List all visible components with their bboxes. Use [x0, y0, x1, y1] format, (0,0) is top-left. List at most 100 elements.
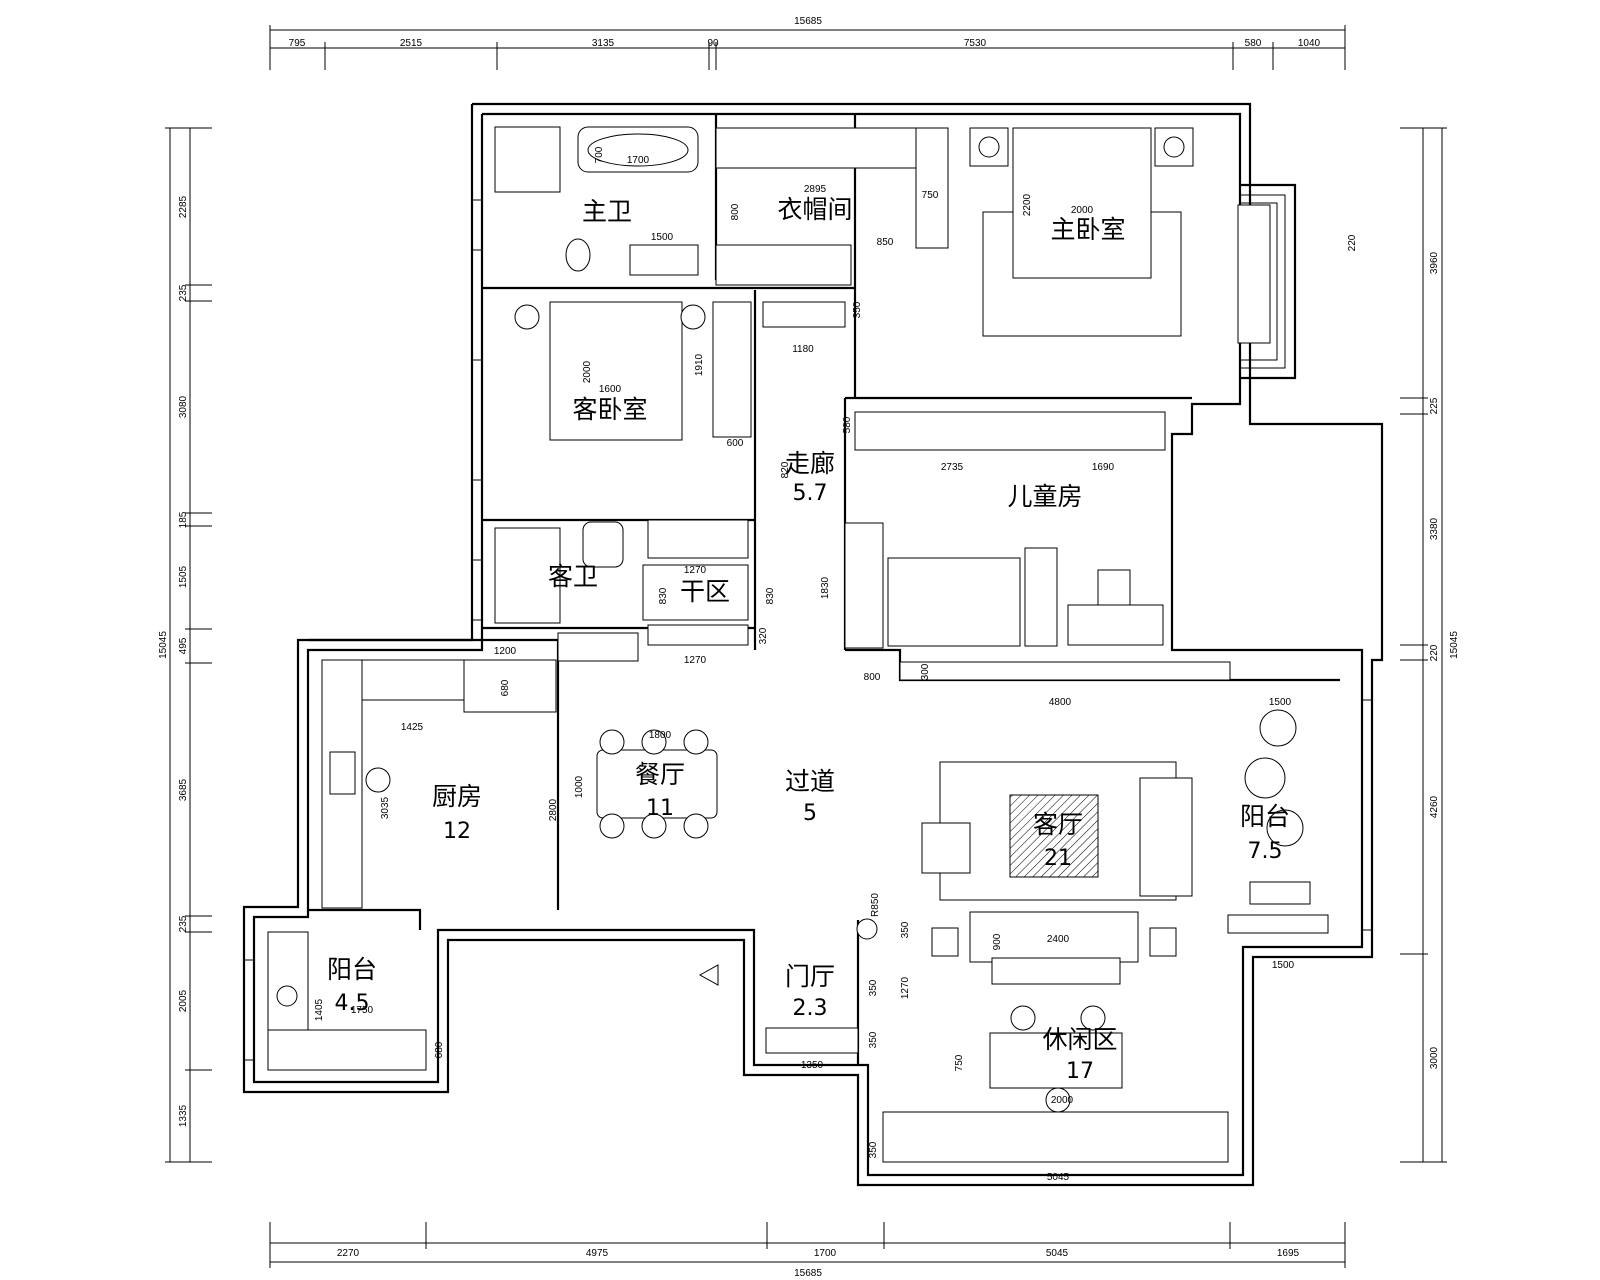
room-master-bath: 主卫 — [582, 197, 632, 226]
dim-bottom-seg: 1700 — [814, 1248, 837, 1259]
dim-left-seg: 235 — [178, 284, 189, 301]
dim-bottom-seg: 4975 — [586, 1248, 609, 1259]
dim-top-seg: 7530 — [964, 38, 987, 49]
dim-label: 830 — [658, 587, 669, 604]
dim-label: 850 — [877, 237, 894, 248]
room-kitchen: 厨房 — [432, 782, 482, 811]
dim-label: 350 — [868, 1031, 879, 1048]
room-children: 儿童房 — [1007, 482, 1082, 511]
dim-label: 300 — [920, 663, 931, 680]
children-room-furniture — [844, 411, 1166, 649]
room-balcony-right-area: 7.5 — [1248, 839, 1283, 864]
dim-label: 220 — [1347, 234, 1358, 251]
dim-right-total: 15045 — [1449, 631, 1460, 659]
room-guest-bath: 客卫 — [548, 562, 598, 591]
dim-label: 680 — [500, 679, 511, 696]
dim-label: 320 — [758, 627, 769, 644]
dim-label: 1700 — [627, 155, 650, 166]
dim-left-seg: 1505 — [178, 565, 189, 588]
bottom-dimensions: 2270 4975 1700 5045 1695 15685 — [269, 1222, 1346, 1279]
room-balcony-right: 阳台 — [1240, 802, 1290, 831]
dining-furniture — [596, 729, 718, 839]
dim-label: 750 — [922, 190, 939, 201]
balcony-left-furniture — [267, 931, 427, 1071]
dim-right-seg: 3000 — [1429, 1046, 1440, 1069]
dim-right-seg: 3960 — [1429, 251, 1440, 274]
room-leisure-area: 17 — [1066, 1059, 1094, 1084]
left-dimensions: 2285 235 3080 185 1505 495 3685 235 2005… — [158, 127, 212, 1163]
dim-top-seg: 1040 — [1298, 38, 1321, 49]
dim-label: 580 — [842, 416, 853, 433]
dim-right-seg: 220 — [1429, 644, 1440, 661]
dim-label: 1800 — [649, 730, 672, 741]
dim-label: 350 — [900, 921, 911, 938]
living-furniture — [899, 661, 1231, 985]
dim-label: 820 — [780, 461, 791, 478]
dim-label: 1405 — [314, 998, 325, 1021]
dim-top-total: 15685 — [794, 16, 822, 27]
dim-label: R850 — [870, 893, 881, 917]
dim-bottom-seg: 1695 — [1277, 1248, 1300, 1259]
dim-label: 1000 — [574, 775, 585, 798]
dim-bottom-seg: 5045 — [1046, 1248, 1069, 1259]
inner-dimensions: 1700 700 1500 2895 750 850 800 2000 2200… — [314, 146, 1358, 1183]
dim-top-seg: 3135 — [592, 38, 615, 49]
room-dry-zone: 干区 — [680, 577, 730, 606]
dim-label: 5045 — [1047, 1172, 1070, 1183]
top-dimensions: 15685 795 2515 3135 90 7530 580 1040 — [269, 16, 1346, 70]
dim-label: 2000 — [582, 360, 593, 383]
dim-bottom-seg: 2270 — [337, 1248, 360, 1259]
dim-label: 800 — [864, 672, 881, 683]
room-balcony-left: 阳台 — [327, 955, 377, 984]
guest-bedroom-furniture — [514, 301, 846, 441]
dim-label: 1270 — [684, 655, 707, 666]
dim-label: 2735 — [941, 462, 964, 473]
dim-label: 1270 — [900, 976, 911, 999]
dim-label: 1350 — [801, 1060, 824, 1071]
dim-left-seg: 2005 — [178, 989, 189, 1012]
dim-label: 350 — [868, 1141, 879, 1158]
dim-top-seg: 2515 — [400, 38, 423, 49]
room-foyer-area: 2.3 — [793, 996, 828, 1021]
foyer-leisure-furniture — [698, 918, 1229, 1163]
dim-right-seg: 3380 — [1429, 517, 1440, 540]
room-dining-area: 11 — [646, 796, 674, 821]
dim-left-seg: 3080 — [178, 395, 189, 418]
dim-label: 2400 — [1047, 934, 1070, 945]
guest-bath-fixtures — [494, 519, 749, 662]
dim-label: 350 — [852, 301, 863, 318]
dim-label: 2800 — [548, 798, 559, 821]
dim-label: 1500 — [651, 232, 674, 243]
kitchen-furniture — [321, 659, 557, 909]
room-labels: 主卫 衣帽间 主卧室 客卧室 走廊 5.7 儿童房 客卫 干区 厨房 12 餐厅… — [327, 195, 1290, 1084]
exterior-walls — [242, 102, 1384, 1187]
dim-label: 1200 — [494, 646, 517, 657]
dim-label: 680 — [434, 1041, 445, 1058]
master-bath-fixtures — [494, 126, 699, 276]
dim-label: 1600 — [599, 384, 622, 395]
dim-label: 700 — [594, 146, 605, 163]
room-living-area: 21 — [1044, 846, 1072, 871]
dim-left-seg: 185 — [178, 511, 189, 528]
dim-label: 2895 — [804, 184, 827, 195]
dim-left-total: 15045 — [158, 631, 169, 659]
dim-label: 1180 — [792, 344, 814, 355]
room-dining: 餐厅 — [635, 760, 685, 789]
room-corridor: 走廊 — [785, 449, 835, 478]
dim-label: 1910 — [694, 353, 705, 376]
dim-label: 750 — [954, 1054, 965, 1071]
dim-label: 830 — [765, 587, 776, 604]
dim-label: 3035 — [380, 796, 391, 819]
room-guest-bedroom: 客卧室 — [572, 395, 647, 424]
dim-label: 1750 — [351, 1005, 374, 1016]
balcony-right-furniture — [1227, 709, 1329, 934]
dim-right-seg: 4260 — [1429, 795, 1440, 818]
dim-label: 4800 — [1049, 697, 1072, 708]
room-living: 客厅 — [1033, 810, 1083, 839]
dim-left-seg: 1335 — [178, 1104, 189, 1127]
dim-label: 2000 — [1071, 205, 1094, 216]
dim-label: 350 — [868, 979, 879, 996]
dim-label: 2000 — [1051, 1095, 1074, 1106]
room-balcony-left-area: 4.5 — [335, 991, 370, 1016]
